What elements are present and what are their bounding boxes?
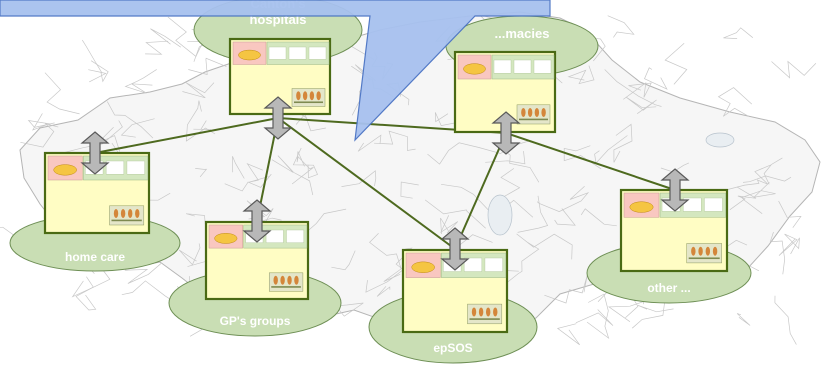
double-arrow-icon (263, 96, 293, 140)
document-figure (698, 246, 703, 256)
document-cell (704, 197, 723, 212)
node-label: epSOS (433, 341, 472, 355)
document-figure-caption (271, 286, 301, 288)
double-arrow-icon (80, 131, 110, 175)
document-badge (629, 201, 654, 213)
document-figure (287, 275, 292, 285)
document-figure (527, 107, 533, 117)
document-figure (280, 275, 285, 285)
document-cell (308, 46, 327, 60)
document-figure-caption (469, 318, 500, 320)
node-label: ...macies (495, 26, 550, 41)
document-figure (113, 208, 119, 218)
node-label: home care (65, 250, 125, 264)
document-figure-caption (688, 257, 720, 260)
document-figure (485, 307, 491, 317)
document-cell (533, 59, 552, 74)
document-figure (302, 91, 308, 101)
node-label: GP's groups (220, 314, 291, 328)
document-cell (105, 160, 125, 175)
document-figure (127, 208, 133, 218)
double-arrow-icon (660, 168, 690, 212)
callout-shape (0, 0, 551, 142)
node-label: other ... (647, 281, 690, 295)
document-figure (120, 208, 126, 218)
document-cell (126, 160, 145, 175)
document-figure (296, 91, 301, 101)
exchange-arrows (80, 96, 690, 271)
document-figure (478, 307, 484, 317)
document-figure (705, 246, 711, 256)
document-figure-caption (294, 101, 323, 104)
connector-line (277, 117, 456, 250)
document-figure (521, 107, 526, 117)
document-header-pink (47, 155, 83, 181)
document-cell (265, 229, 284, 243)
document-cell (493, 59, 512, 74)
document-figure-caption (519, 118, 548, 121)
document-thumbnail (453, 50, 557, 134)
document-figure (493, 307, 498, 317)
document-figure (534, 107, 540, 117)
lake-shape (487, 194, 513, 236)
document-cell (286, 229, 305, 243)
document-figure (135, 208, 140, 218)
document-cell (268, 46, 287, 60)
document-badge (463, 63, 486, 75)
document-figure (309, 91, 315, 101)
double-arrow-icon (491, 111, 521, 155)
connector-line (505, 132, 676, 191)
connector-line (454, 132, 507, 250)
document-figure (691, 246, 696, 256)
double-arrow-icon (440, 227, 470, 271)
document-cell (288, 46, 307, 60)
document-figure (541, 107, 546, 117)
connector-line (94, 117, 279, 154)
lake-shape (705, 132, 735, 148)
document-thumbnail (228, 37, 332, 116)
double-arrow-icon (242, 199, 272, 243)
document-badge (53, 164, 77, 176)
document-cell (513, 59, 532, 74)
document-figure-caption (111, 219, 142, 222)
document-badge (411, 261, 435, 273)
document-figure (712, 246, 718, 256)
document-cell (484, 257, 503, 272)
document-figure (316, 91, 321, 101)
document-figure (471, 307, 477, 317)
document-figure (294, 275, 299, 285)
callout-box (0, 0, 551, 142)
document-figure (273, 275, 278, 285)
document-badge (214, 233, 238, 244)
document-cell (463, 257, 483, 272)
document-badge (238, 49, 261, 61)
